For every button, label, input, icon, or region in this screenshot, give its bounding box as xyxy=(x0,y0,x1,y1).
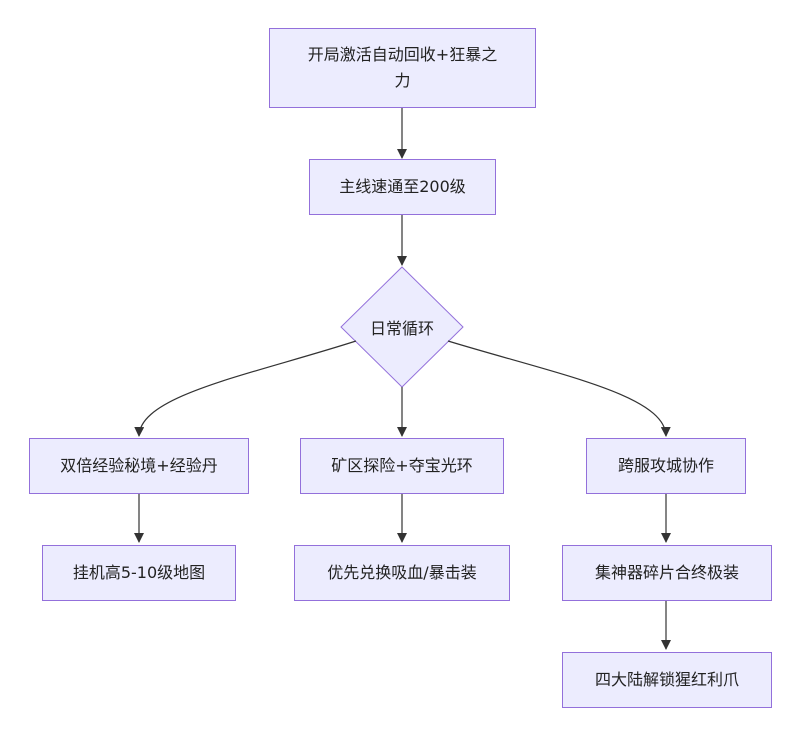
node-shards-label: 集神器碎片合终极装 xyxy=(594,563,739,582)
node-mine[interactable]: 矿区探险+夺宝光环 xyxy=(300,438,504,494)
node-exchange[interactable]: 优先兑换吸血/暴击装 xyxy=(294,545,510,601)
node-unlock-label: 四大陆解锁猩红利爪 xyxy=(594,670,739,689)
node-daily-label: 日常循环 xyxy=(369,319,434,338)
node-start-label: 开局激活自动回收+狂暴之力 xyxy=(307,45,498,90)
node-mainline-label: 主线速通至200级 xyxy=(339,177,466,196)
node-cross[interactable]: 跨服攻城协作 xyxy=(586,438,746,494)
node-afk[interactable]: 挂机高5-10级地图 xyxy=(42,545,236,601)
node-exp-label: 双倍经验秘境+经验丹 xyxy=(60,456,218,475)
node-start[interactable]: 开局激活自动回收+狂暴之力 xyxy=(269,28,536,108)
node-shards[interactable]: 集神器碎片合终极装 xyxy=(562,545,772,601)
node-mine-label: 矿区探险+夺宝光环 xyxy=(331,456,473,475)
node-cross-label: 跨服攻城协作 xyxy=(617,456,714,475)
edge-daily-exp xyxy=(134,340,357,437)
node-exchange-label: 优先兑换吸血/暴击装 xyxy=(327,563,477,582)
node-mainline[interactable]: 主线速通至200级 xyxy=(309,159,496,215)
edge-daily-cross xyxy=(447,340,671,437)
node-unlock[interactable]: 四大陆解锁猩红利爪 xyxy=(562,652,772,708)
node-afk-label: 挂机高5-10级地图 xyxy=(72,563,206,582)
node-exp[interactable]: 双倍经验秘境+经验丹 xyxy=(29,438,249,494)
